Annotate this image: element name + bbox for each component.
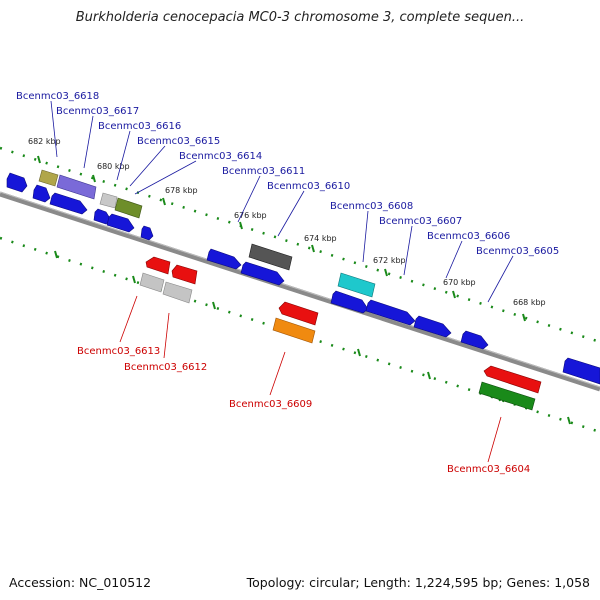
gene-label[interactable]: Bcenmc03_6616 <box>98 121 181 132</box>
kbp-label: 680 kbp <box>97 162 130 171</box>
gene-6611[interactable] <box>248 243 293 271</box>
gene-label[interactable]: Bcenmc03_6607 <box>379 216 462 227</box>
gene-label[interactable]: Bcenmc03_6618 <box>16 91 99 102</box>
gene-arrow[interactable] <box>206 248 242 270</box>
gene-6612[interactable] <box>171 264 198 285</box>
gene-arrow[interactable] <box>49 192 88 215</box>
gene-label[interactable]: Bcenmc03_6611 <box>222 166 305 177</box>
gene-label[interactable]: Bcenmc03_6609 <box>229 399 312 410</box>
map-title: Burkholderia cenocepacia MC0-3 chromosom… <box>75 10 525 25</box>
gene-arrow[interactable] <box>106 213 135 233</box>
chromosome-backbone <box>0 191 600 392</box>
gene-6610[interactable] <box>240 261 285 286</box>
reverse-genes <box>139 256 542 411</box>
forward-labels: Bcenmc03_6618 Bcenmc03_6617 Bcenmc03_661… <box>16 91 559 257</box>
gene-6609[interactable] <box>278 301 319 326</box>
gene-6616[interactable] <box>99 192 118 209</box>
gene-label[interactable]: Bcenmc03_6604 <box>447 464 530 475</box>
gene-arrow[interactable] <box>562 357 600 385</box>
kbp-label: 682 kbp <box>28 137 61 146</box>
kbp-label: 670 kbp <box>443 278 476 287</box>
forward-leader-lines <box>50 100 514 303</box>
kbp-label: 668 kbp <box>513 298 546 307</box>
gene-label[interactable]: Bcenmc03_6617 <box>56 106 139 117</box>
gene-label[interactable]: Bcenmc03_6613 <box>77 346 160 357</box>
gene-label[interactable]: Bcenmc03_6614 <box>179 151 262 162</box>
gene-6613[interactable] <box>145 256 171 275</box>
gene-6613-grey[interactable] <box>139 272 165 293</box>
major-ticks <box>37 155 571 425</box>
gene-label[interactable]: Bcenmc03_6608 <box>330 201 413 212</box>
gene-label[interactable]: Bcenmc03_6612 <box>124 362 207 373</box>
topology-text: Topology: circular; Length: 1,224,595 bp… <box>246 575 590 590</box>
gene-6607[interactable] <box>365 299 416 326</box>
gene-6612-grey[interactable] <box>162 281 193 304</box>
kbp-label: 674 kbp <box>304 234 337 243</box>
forward-genes <box>6 169 600 385</box>
gene-arrow[interactable] <box>330 290 369 314</box>
gene-label[interactable]: Bcenmc03_6606 <box>427 231 510 242</box>
gene-6605[interactable] <box>460 330 489 350</box>
gene-6604[interactable] <box>483 365 542 394</box>
gene-arrow[interactable] <box>140 225 154 241</box>
gene-arrow[interactable] <box>32 184 51 203</box>
gene-arrow[interactable] <box>6 172 28 193</box>
kbp-label: 672 kbp <box>373 256 406 265</box>
gene-6618[interactable] <box>38 169 59 187</box>
gene-6609-orange[interactable] <box>272 317 316 344</box>
reverse-leader-lines <box>119 295 502 463</box>
gene-6615[interactable] <box>114 197 143 219</box>
gene-6617[interactable] <box>56 174 97 200</box>
gene-6604-green[interactable] <box>478 381 536 411</box>
gene-6608[interactable] <box>337 272 376 298</box>
kbp-labels: 682 kbp 680 kbp 678 kbp 676 kbp 674 kbp … <box>28 137 546 307</box>
kbp-label: 678 kbp <box>165 186 198 195</box>
reverse-labels: Bcenmc03_6613 Bcenmc03_6612 Bcenmc03_660… <box>77 346 530 475</box>
gene-label[interactable]: Bcenmc03_6615 <box>137 136 220 147</box>
accession-text: Accession: NC_010512 <box>9 575 152 590</box>
kbp-label: 676 kbp <box>234 211 267 220</box>
gene-6606[interactable] <box>413 315 452 338</box>
gene-arrow[interactable] <box>93 208 112 225</box>
gene-label[interactable]: Bcenmc03_6610 <box>267 181 350 192</box>
gene-label[interactable]: Bcenmc03_6605 <box>476 246 559 257</box>
